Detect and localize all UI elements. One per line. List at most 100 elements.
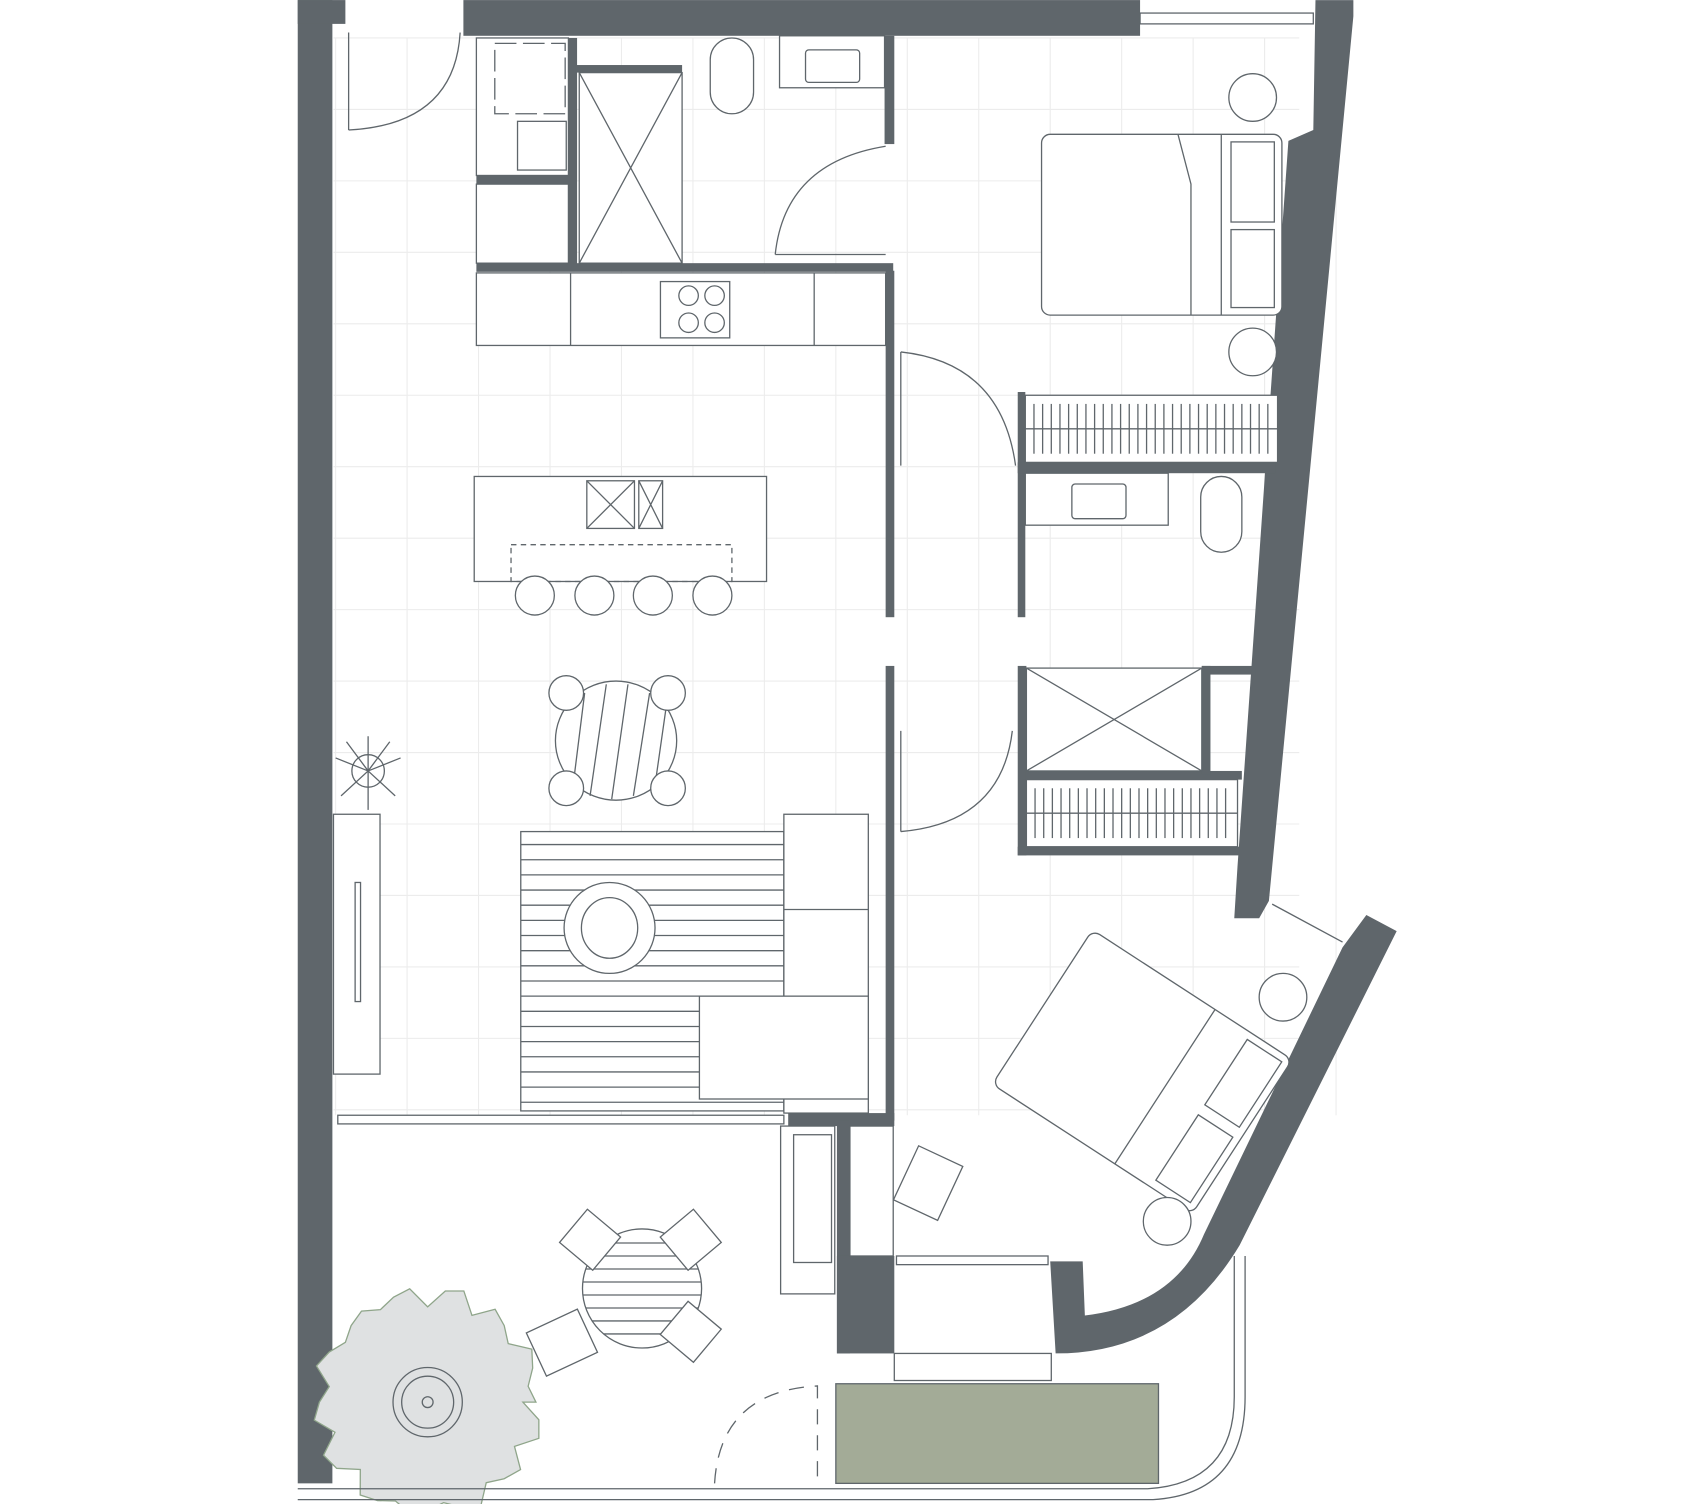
balcony-balustrade: [297, 1255, 1246, 1501]
shower-divider-wall: [1025, 770, 1242, 780]
sofa-chaise: [698, 995, 869, 1100]
basin-icon: [804, 49, 861, 84]
outdoor-table: [581, 1228, 703, 1349]
pillow: [1203, 1038, 1283, 1129]
plant-icon: [335, 736, 401, 810]
left-exterior-wall: [297, 0, 333, 1484]
tree-center: [421, 1396, 434, 1409]
balcony: [297, 1125, 1246, 1504]
corridor-wall-right-lower: [1017, 665, 1027, 856]
desk: [849, 1125, 894, 1257]
sink-cross: [586, 480, 664, 529]
laundry-cross: [578, 72, 683, 264]
top-exterior-wall: [463, 0, 1141, 36]
bar-stool: [574, 575, 615, 616]
pillow: [1230, 228, 1275, 309]
sink-laundry-icon: [516, 120, 567, 171]
window-living: [337, 1114, 785, 1125]
walls: [297, 0, 1397, 1484]
bar-stool: [514, 575, 555, 616]
bedside-table: [1258, 972, 1308, 1022]
fridge: [475, 37, 570, 177]
wardrobe-hangers: [1025, 403, 1278, 454]
kitchen-back-wall: [476, 263, 894, 272]
outdoor-chair: [659, 1208, 723, 1272]
vanity: [778, 35, 886, 89]
window-bedroom2: [895, 1255, 1049, 1266]
outdoor-chair: [525, 1308, 599, 1377]
pillow: [1154, 1113, 1234, 1204]
bed-1: [1040, 133, 1283, 316]
coffee-table-inner: [580, 896, 639, 959]
windows: [337, 12, 1343, 1266]
ensuite-toilet-icon: [1200, 475, 1243, 553]
top-wall-stub: [297, 0, 346, 24]
bed-2: [994, 932, 1290, 1212]
bar-stool: [692, 575, 733, 616]
pantry: [475, 183, 570, 264]
bedroom1-door-icon: [900, 351, 1017, 466]
ensuite-wall: [1017, 462, 1276, 474]
bbq-unit: [779, 1125, 836, 1295]
dining-chair: [548, 770, 585, 807]
bath-wall: [884, 35, 895, 145]
pantry-wall: [476, 175, 572, 185]
bar-stool: [632, 575, 674, 616]
balcony-step: [893, 1352, 1052, 1382]
island-sink-small-icon: [638, 480, 664, 530]
burner: [678, 312, 699, 334]
robe-bottom-wall: [1017, 846, 1240, 856]
bedroom-2: [849, 667, 1308, 1257]
tv-icon: [354, 881, 362, 1003]
bed-fold: [1177, 134, 1222, 316]
kitchen: [473, 37, 887, 616]
planter-box: [835, 1383, 1160, 1485]
balcony-door-icon: [713, 1385, 819, 1484]
dining-chair: [650, 675, 686, 711]
ensuite-vanity: [1024, 472, 1169, 526]
tree-trunk-inner: [401, 1375, 455, 1429]
bedside-table: [1228, 327, 1278, 377]
laundry-wall: [568, 37, 578, 268]
doors: [347, 32, 1017, 1484]
living-stub-wall: [788, 1113, 895, 1127]
table-grain: [573, 684, 667, 800]
burner: [704, 285, 725, 307]
wardrobe-hangers: [1026, 788, 1238, 839]
kitchen-bench: [475, 272, 887, 347]
coffee-table: [563, 881, 656, 975]
balcony-column-lower: [836, 1255, 895, 1354]
dining-living: [332, 675, 869, 1114]
main-bathroom: [709, 35, 886, 115]
burner: [678, 285, 699, 307]
laundry-top-wall: [575, 65, 683, 73]
island-overhang: [510, 544, 733, 583]
dining-chair: [548, 675, 585, 711]
outdoor-chair: [558, 1208, 622, 1272]
corridor-wall-left-lower: [885, 665, 895, 1121]
corridor-wall-left-upper: [885, 270, 895, 618]
curved-bedroom-wall: [1050, 914, 1397, 1354]
cooktop-icon: [659, 280, 731, 339]
dining-chair: [650, 770, 686, 807]
toilet-icon: [709, 37, 755, 115]
bedroom2-door-icon: [900, 730, 1013, 833]
window-top: [1139, 12, 1314, 25]
desk-chair: [892, 1144, 964, 1222]
bedroom-1: [1024, 73, 1283, 553]
corridor-wall-right-upper: [1017, 392, 1026, 618]
shower-top-wall: [1201, 665, 1256, 675]
bath-door-icon: [774, 145, 886, 256]
bedside-table: [1142, 1196, 1192, 1246]
pillow: [1230, 141, 1275, 223]
outdoor-chair: [659, 1300, 723, 1364]
bedside-table: [1228, 73, 1278, 122]
bbq: [792, 1134, 833, 1264]
entry-door-icon: [347, 32, 461, 131]
window-corner: [1271, 903, 1343, 943]
shower-cross: [1026, 667, 1203, 772]
burner: [704, 312, 725, 334]
bed-fold: [1114, 1009, 1216, 1165]
right-slanted-wall: [1234, 0, 1354, 919]
